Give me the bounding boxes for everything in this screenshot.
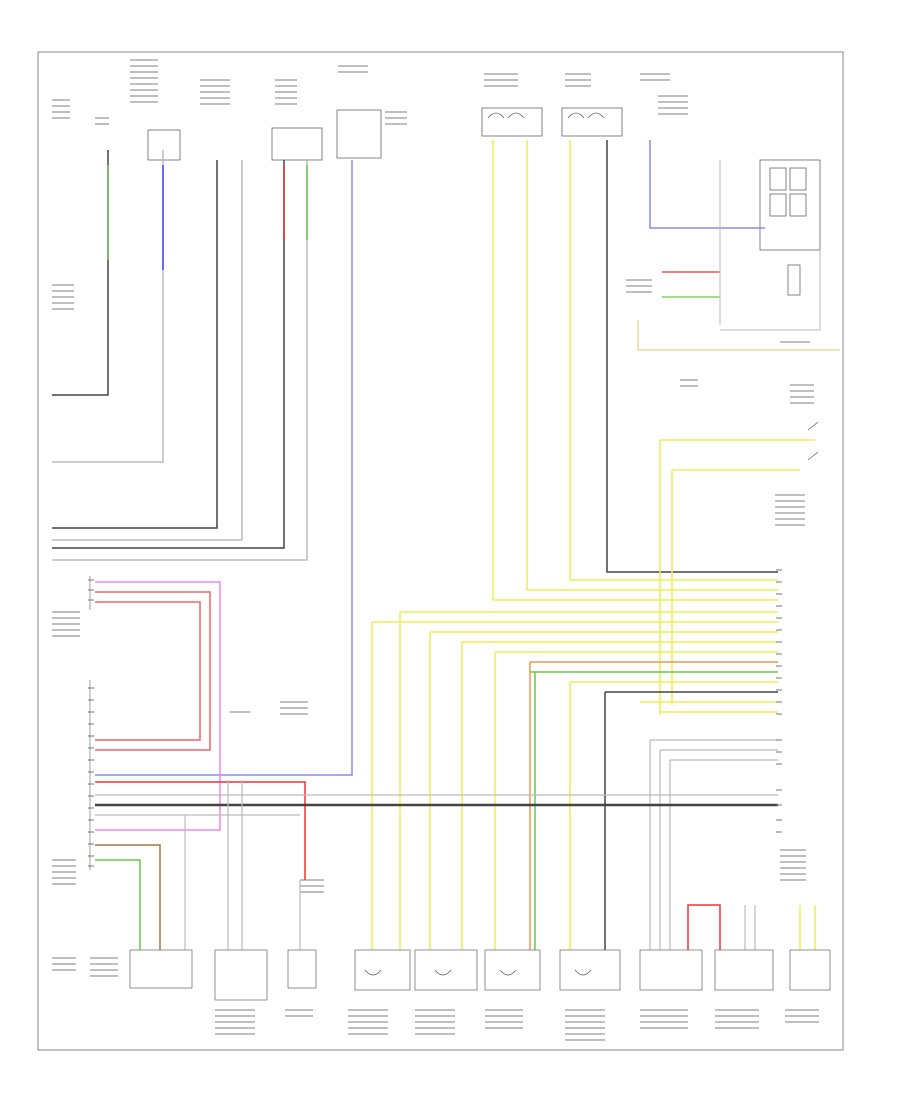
top-components	[147, 107, 821, 296]
relay-inner-2	[789, 167, 807, 191]
top-connector-2	[271, 127, 323, 161]
bottom-sensor-7	[559, 949, 621, 991]
relay-inner-4	[789, 193, 807, 217]
bottom-sensor-10	[789, 949, 831, 991]
top-connector-3	[336, 109, 382, 159]
wire-red-2	[95, 591, 211, 751]
wire-green-ecu	[95, 859, 141, 950]
wire-gray-3	[52, 160, 308, 561]
relay-inner-1	[769, 167, 787, 191]
bottom-sensor-4	[354, 949, 411, 991]
wire-yellow-3	[569, 140, 778, 581]
bottom-sensor-9	[714, 949, 774, 991]
wire-gray-tr	[719, 160, 821, 331]
bottom-sensor-8	[639, 949, 703, 991]
bottom-sensor-3	[287, 949, 317, 989]
switch-contacts	[364, 112, 819, 976]
wire-pink-1	[95, 581, 221, 831]
top-connector-1	[147, 129, 181, 161]
wire-gray-lr	[649, 739, 778, 950]
wire-gray-lr2	[659, 749, 778, 950]
wire-yellow-lr	[799, 905, 816, 950]
wire-yellow-1	[492, 140, 778, 601]
wire-red-lr	[687, 904, 721, 950]
bottom-sensor-1	[129, 949, 193, 989]
top-connector-4	[481, 107, 543, 137]
right-pin-strip	[776, 569, 782, 833]
wire-gray-ecu-4	[227, 780, 243, 950]
wire-gray-lr4	[744, 905, 756, 950]
wire-black-2	[52, 160, 218, 529]
wire-red-ecu	[95, 781, 306, 880]
relay-block	[759, 159, 821, 251]
wires	[52, 140, 840, 950]
wire-black-r1	[606, 140, 778, 573]
relay-coil	[787, 264, 801, 296]
wire-gray-lr3	[669, 759, 778, 950]
wire-black-3	[52, 160, 285, 549]
wire-gray-2	[52, 160, 243, 541]
wire-brown-1	[95, 844, 161, 950]
wire-yellow-2	[526, 140, 778, 591]
ecu-pins	[88, 579, 94, 867]
wire-black-1	[52, 150, 109, 396]
bottom-sensor-2	[214, 949, 268, 1001]
relay-inner-3	[769, 193, 787, 217]
wire-yellow-tr	[637, 320, 840, 351]
label-blocks	[52, 59, 819, 1041]
top-connector-5	[561, 107, 623, 137]
wire-red-3	[95, 601, 201, 741]
bottom-sensor-6	[484, 949, 541, 991]
wire-violet-tr	[649, 140, 765, 229]
diagram-frame	[37, 51, 844, 1051]
wire-violet-1	[95, 160, 353, 776]
bottom-sensor-5	[414, 949, 478, 991]
bottom-sensors	[129, 949, 831, 1001]
